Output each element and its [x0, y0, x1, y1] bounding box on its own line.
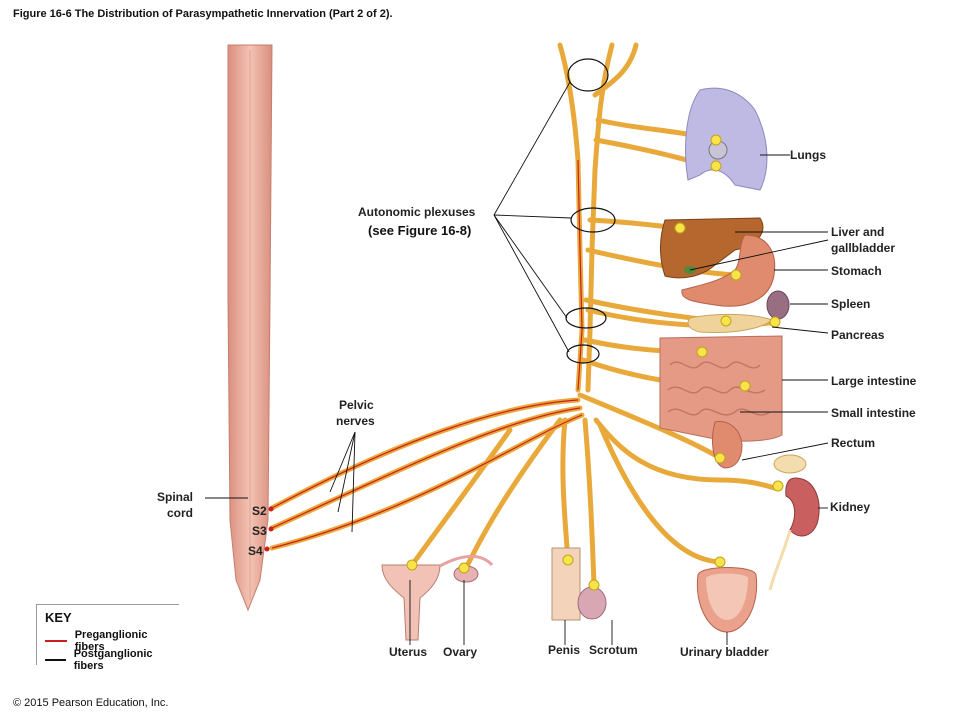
label-lungs: Lungs [790, 148, 826, 162]
uterus-organ [381, 564, 441, 641]
key-title: KEY [45, 610, 72, 625]
label-pelvic-1: Pelvic [339, 398, 374, 412]
label-autonomic-plexuses: Autonomic plexuses [358, 205, 476, 219]
kidney-organ [785, 477, 820, 537]
label-spinal-2: cord [167, 506, 193, 520]
label-s4: S4 [248, 544, 263, 558]
key-row-postganglionic: Postganglionic fibers [45, 648, 179, 672]
scrotum-organ [577, 586, 607, 620]
copyright: © 2015 Pearson Education, Inc. [13, 697, 169, 709]
spleen-organ [766, 290, 790, 320]
label-pancreas: Pancreas [831, 328, 885, 342]
label-pelvic-2: nerves [336, 414, 375, 428]
label-spinal-1: Spinal [157, 490, 193, 504]
label-liver-1: Liver and [831, 225, 884, 239]
figure-title: Figure 16-6 The Distribution of Parasymp… [13, 8, 393, 20]
label-large-intestine: Large intestine [831, 374, 917, 388]
label-s2: S2 [252, 504, 267, 518]
key-postganglionic-label: Postganglionic fibers [73, 648, 153, 672]
ganglia [406, 134, 784, 591]
plexus-ovals [565, 58, 616, 364]
label-spleen: Spleen [831, 297, 870, 311]
label-see-figure: (see Figure 16-8) [368, 223, 471, 238]
label-liver-2: gallbladder [831, 241, 895, 255]
label-stomach: Stomach [831, 264, 882, 278]
penis-organ [551, 547, 581, 621]
key-row-preganglionic: Preganglionic fibers [45, 629, 179, 653]
key-box: KEY Preganglionic fibers Postganglionic … [36, 604, 179, 672]
label-small-intestine: Small intestine [831, 406, 916, 420]
label-penis: Penis [548, 643, 580, 657]
key-preganglionic-label: Preganglionic fibers [74, 629, 148, 653]
label-urinary-bladder: Urinary bladder [680, 645, 769, 659]
preganglionic-swatch [45, 640, 67, 642]
label-kidney: Kidney [830, 500, 870, 514]
label-uterus: Uterus [389, 645, 427, 659]
label-scrotum: Scrotum [589, 643, 638, 657]
label-s3: S3 [252, 524, 267, 538]
stomach-organ [681, 234, 776, 307]
liver-organ [660, 217, 764, 279]
lungs-organ [685, 87, 768, 191]
label-ovary: Ovary [443, 645, 477, 659]
postganglionic-swatch [45, 659, 66, 661]
label-rectum: Rectum [831, 436, 875, 450]
